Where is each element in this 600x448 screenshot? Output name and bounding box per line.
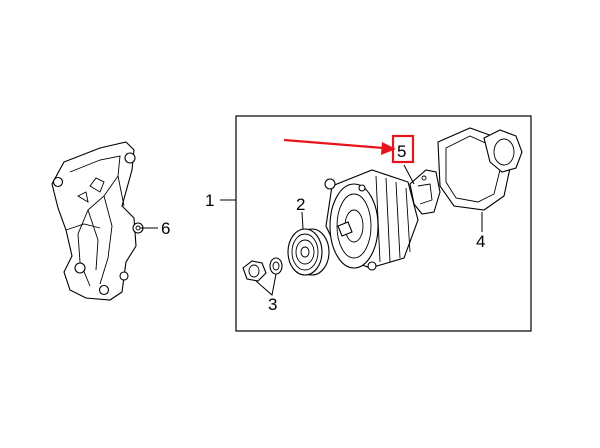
nut-and-washer	[242, 257, 283, 282]
callout-2: 2	[296, 195, 305, 214]
mounting-bracket	[51, 141, 144, 301]
callout-4: 4	[476, 232, 485, 251]
callout-1: 1	[205, 191, 214, 210]
assembly-frame	[235, 115, 532, 332]
voltage-regulator	[409, 169, 441, 215]
pulley	[287, 228, 330, 276]
leader-5	[403, 164, 415, 185]
alternator	[324, 169, 419, 271]
highlight-arrowhead	[381, 142, 396, 155]
highlight-box	[391, 134, 415, 164]
callout-6: 6	[161, 219, 170, 238]
highlight-arrow-line	[283, 138, 385, 150]
callout-5: 5	[397, 142, 406, 161]
leader-3	[255, 273, 277, 296]
callout-3: 3	[268, 295, 277, 314]
end-cover	[437, 127, 523, 211]
leader-2	[301, 211, 304, 230]
